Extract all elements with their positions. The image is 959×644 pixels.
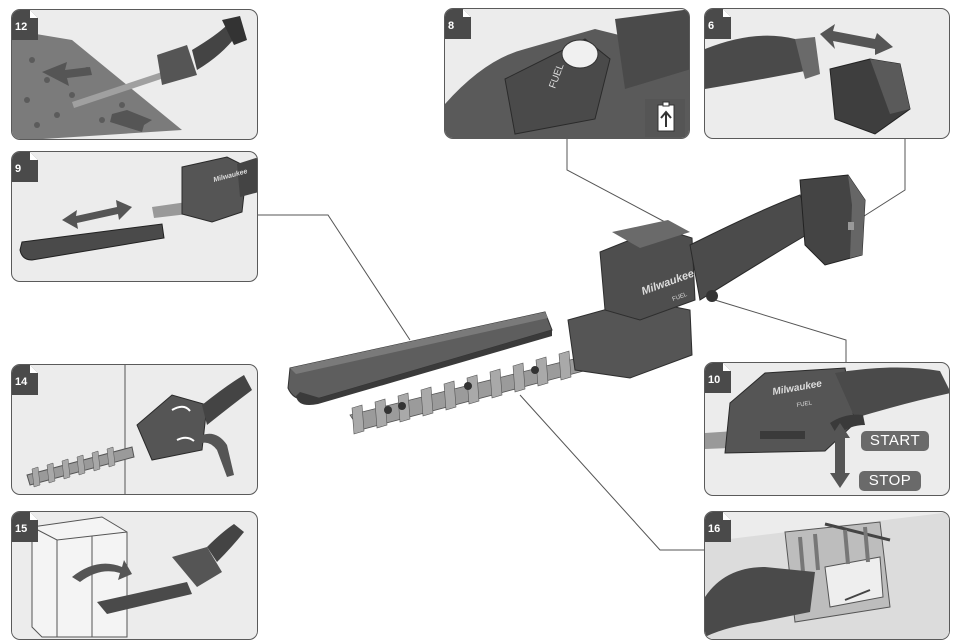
panel-number: 10 xyxy=(708,374,721,386)
panel-number: 9 xyxy=(15,163,22,175)
panel-number: 12 xyxy=(15,21,28,33)
panel-badge: 12 xyxy=(12,10,42,40)
panel-badge: 14 xyxy=(12,365,42,395)
leader-10 xyxy=(714,299,847,362)
panel-15: 15 xyxy=(11,511,258,640)
double-arrow-icon xyxy=(820,24,893,55)
handle xyxy=(689,194,816,302)
panel-number: 6 xyxy=(708,20,715,32)
battery-pack xyxy=(799,174,866,266)
panel-9: Milwaukee 9 xyxy=(11,151,258,282)
panel-number: 16 xyxy=(708,523,721,535)
double-arrow-icon xyxy=(62,200,132,229)
panel-badge: 6 xyxy=(705,9,735,39)
cutting-blade xyxy=(349,350,596,435)
panel-number: 15 xyxy=(15,523,28,535)
panel-badge: 8 xyxy=(445,9,475,39)
panel-16: 16 xyxy=(704,511,950,640)
leader-9 xyxy=(258,214,411,341)
battery-charge-icon xyxy=(660,110,672,127)
cleaning-illustration xyxy=(26,365,252,494)
panel-badge: 10 xyxy=(705,363,735,393)
move-right-arrow-icon xyxy=(110,110,152,132)
hedge-cutting-illustration xyxy=(12,16,247,139)
leader-6 xyxy=(849,139,906,226)
trigger-illustration: Milwaukee FUEL xyxy=(705,367,949,488)
curved-arrow-icon xyxy=(72,560,132,582)
series-logo: FUEL xyxy=(672,292,689,303)
panel-badge: 16 xyxy=(705,512,735,542)
start-label: START xyxy=(861,431,929,451)
panel-6: 6 xyxy=(704,8,950,139)
battery-insert-illustration xyxy=(705,24,911,135)
panel-badge: 15 xyxy=(12,512,42,542)
panel-8: FUEL 8 xyxy=(444,8,690,139)
remove-guard-illustration: Milwaukee xyxy=(19,156,257,261)
panel-number: 14 xyxy=(15,376,28,388)
charge-indicator-icon xyxy=(561,39,599,69)
start-stop-arrow-icon xyxy=(830,423,850,488)
panel-number: 8 xyxy=(448,20,455,32)
move-left-arrow-icon xyxy=(42,62,92,86)
panel-badge: 9 xyxy=(12,152,42,182)
blade-guard xyxy=(287,311,553,405)
panel-14: 14 xyxy=(11,364,258,495)
stop-label: STOP xyxy=(859,471,921,491)
panel-12: 12 xyxy=(11,9,258,140)
leader-16 xyxy=(519,394,705,551)
panel-10: Milwaukee FUEL START STOP 10 xyxy=(704,362,950,496)
brush-icon xyxy=(202,433,234,477)
leader-8 xyxy=(566,139,666,223)
series-logo: FUEL xyxy=(796,400,813,409)
sharpening-illustration xyxy=(705,512,949,639)
storage-illustration xyxy=(31,516,244,638)
gear-housing: Milwaukee FUEL xyxy=(567,220,696,379)
fuel-gauge-illustration: FUEL xyxy=(445,9,689,138)
